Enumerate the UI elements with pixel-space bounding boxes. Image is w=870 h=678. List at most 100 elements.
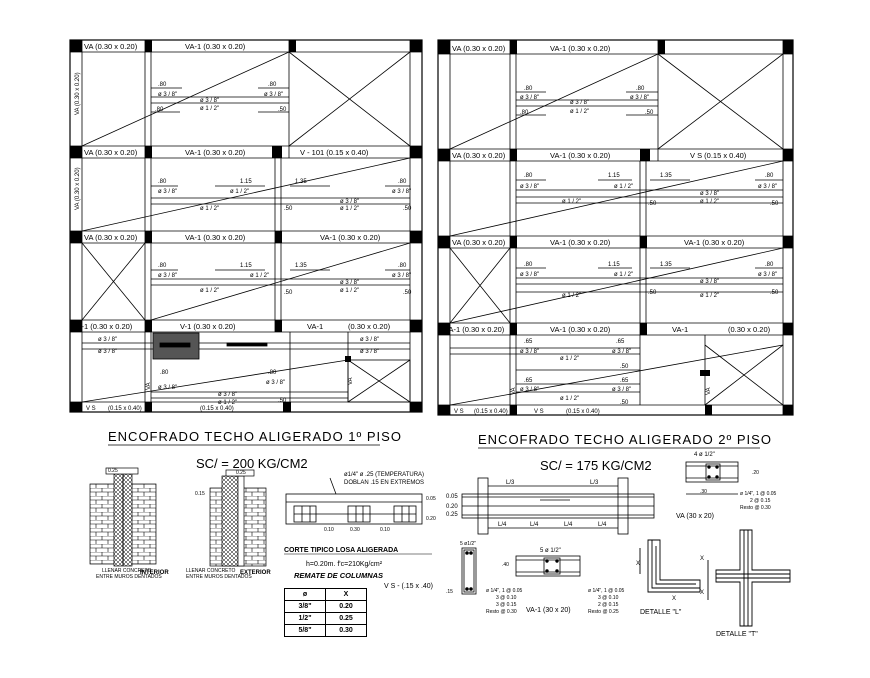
beam-label: (0.30 x 0.20)	[348, 322, 391, 331]
svg-text:Resto @ 0.25: Resto @ 0.25	[588, 609, 619, 615]
svg-text:ø 3 / 8": ø 3 / 8"	[158, 189, 177, 195]
svg-text:ø 3 / 8": ø 3 / 8"	[392, 273, 411, 279]
table-cell: 3/8"	[284, 600, 326, 613]
svg-text:ø 3 / 8": ø 3 / 8"	[158, 273, 177, 279]
svg-text:5 ø1/2": 5 ø1/2"	[460, 541, 476, 547]
svg-text:L/4: L/4	[530, 522, 539, 528]
beam-label: VA (0.30 x 0.20)	[75, 167, 81, 210]
va1-section-labels: 5 ø 1/2" .40 ø 1/4", 1 @ 0.05 3 @ 0.10 2…	[502, 548, 625, 615]
svg-text:ø 1 / 2": ø 1 / 2"	[200, 106, 219, 112]
svg-text:X: X	[636, 561, 640, 567]
svg-text:.65: .65	[616, 339, 625, 345]
table-cell: 0.20	[325, 600, 367, 613]
svg-text:ø 3 / 8": ø 3 / 8"	[520, 349, 539, 355]
svg-text:.80: .80	[520, 110, 529, 116]
beam-label: VA-1	[672, 325, 688, 334]
beam-label: VA (0.30 x 0.20)	[452, 44, 506, 53]
rebar-x-table: ø X 3/8" 0.20 1/2" 0.25 5/8" 0.30	[284, 588, 367, 637]
svg-text:.80: .80	[268, 370, 277, 376]
svg-text:ø 3 / 8": ø 3 / 8"	[758, 184, 777, 190]
floor1-columns	[70, 40, 422, 412]
beam-label: VA-1 (0.30 x 0.20)	[185, 148, 246, 157]
beam-elevation	[461, 477, 655, 535]
va-section-labels: 4 ø 1/2" .20 .30 ø 1/4", 1 @ 0.05 2 @ 0.…	[676, 452, 777, 520]
svg-text:ø 1 / 2": ø 1 / 2"	[218, 400, 237, 406]
beam-label: VA-1 (0.30 x 0.20)	[72, 322, 133, 331]
svg-text:.50: .50	[278, 107, 287, 113]
beam-label: VA (0.30 x 0.20)	[84, 233, 138, 242]
beam-label: VA-1 (0.30 x 0.20)	[185, 42, 246, 51]
svg-text:.80: .80	[160, 370, 169, 376]
beam-elevation-labels: L/3 L/3 L/4 L/4 L/4 L/4 0.20 0.05 0.25	[446, 480, 607, 528]
svg-text:3 @ 0.10: 3 @ 0.10	[598, 595, 619, 601]
svg-text:ø 3 / 8": ø 3 / 8"	[360, 349, 379, 355]
slab-title: CORTE TIPICO LOSA ALIGERADA	[284, 547, 398, 554]
svg-text:ø 1 / 2": ø 1 / 2"	[562, 293, 581, 299]
table-header: X	[325, 588, 367, 601]
svg-text:2 @ 0.15: 2 @ 0.15	[598, 602, 619, 608]
svg-text:3 @ 0.10: 3 @ 0.10	[496, 595, 517, 601]
plan-titles: ENCOFRADO TECHO ALIGERADO 1º PISO SC/ = …	[108, 429, 771, 473]
table-cell: 0.25	[325, 612, 367, 625]
beam-label: VA (0.30 x 0.20)	[84, 42, 138, 51]
svg-text:.50: .50	[648, 201, 657, 207]
beam-label: VA-1 (0.30 x 0.20)	[684, 238, 745, 247]
svg-text:.50: .50	[645, 110, 654, 116]
slab-section-labels: ø1/4" ø .25 (TEMPERATURA) DOBLAN .15 EN …	[284, 472, 436, 590]
svg-text:ø 3 / 8": ø 3 / 8"	[570, 100, 589, 106]
svg-text:0.05: 0.05	[446, 494, 458, 500]
svg-text:1.15: 1.15	[240, 179, 252, 185]
floor2-plan	[437, 39, 794, 416]
svg-text:ø 3 / 8": ø 3 / 8"	[700, 191, 719, 197]
svg-text:.50: .50	[620, 364, 629, 370]
floor1-plan	[69, 39, 423, 413]
svg-text:.80: .80	[155, 107, 164, 113]
beam-label: VA-1 (0.30 x 0.20)	[444, 325, 505, 334]
table-cell: 5/8"	[284, 624, 326, 637]
slab-section	[285, 477, 423, 525]
svg-text:0.10: 0.10	[380, 527, 390, 533]
svg-text:DOBLAN .15 EN EXTREMOS: DOBLAN .15 EN EXTREMOS	[344, 480, 424, 486]
beam-label: V S	[86, 406, 96, 412]
beam-label: VA (0.30 x 0.20)	[75, 72, 81, 115]
svg-text:ø 3 / 8": ø 3 / 8"	[520, 387, 539, 393]
svg-text:.40: .40	[502, 562, 509, 568]
svg-text:.65: .65	[524, 378, 533, 384]
svg-text:EXTERIOR: EXTERIOR	[240, 570, 271, 576]
wall-detail-interior	[89, 467, 157, 567]
floor2-labels: VA (0.30 x 0.20) VA-1 (0.30 x 0.20) VA (…	[444, 44, 779, 415]
svg-text:L/4: L/4	[498, 522, 507, 528]
svg-text:ø 1 / 2": ø 1 / 2"	[570, 109, 589, 115]
floor2-columns	[438, 40, 793, 415]
svg-text:ø 1 / 2": ø 1 / 2"	[230, 189, 249, 195]
detail-L-title: DETALLE "L"	[640, 609, 682, 616]
floor1-sc: SC/ = 200 KG/CM2	[196, 456, 308, 471]
beam-label: VA	[348, 377, 354, 385]
beam-label: (0.30 x 0.20)	[728, 325, 771, 334]
svg-text:ø 3 / 8": ø 3 / 8"	[520, 184, 539, 190]
svg-text:V S - (.15 x .40): V S - (.15 x .40)	[384, 583, 433, 590]
svg-text:ø 1 / 2": ø 1 / 2"	[614, 272, 633, 278]
beam-label: VA-1 (0.30 x 0.20)	[185, 233, 246, 242]
beam-label: VA-1 (0.30 x 0.20)	[550, 44, 611, 53]
svg-text:LLENAR CONCRETO: LLENAR CONCRETO	[186, 568, 235, 574]
svg-text:.50: .50	[284, 206, 293, 212]
table-row: 3/8" 0.20	[284, 600, 367, 613]
svg-text:L/3: L/3	[506, 480, 515, 486]
svg-text:ø 1 / 2": ø 1 / 2"	[200, 206, 219, 212]
svg-text:.80: .80	[158, 82, 167, 88]
beam-label: VA-1 (0.30 x 0.20)	[320, 233, 381, 242]
beam-label: VA-1 (0.30 x 0.20)	[550, 325, 611, 334]
svg-text:X: X	[700, 556, 704, 562]
svg-text:INTERIOR: INTERIOR	[140, 570, 169, 576]
beam-label: V - 101 (0.15 x 0.40)	[300, 148, 369, 157]
beam-label: V S (0.15 x 0.40)	[690, 151, 747, 160]
svg-text:.50: .50	[620, 400, 629, 406]
svg-text:ø 3 / 8": ø 3 / 8"	[218, 392, 237, 398]
wall-detail-exterior	[209, 469, 267, 567]
svg-text:1.35: 1.35	[295, 263, 307, 269]
svg-text:Resto @ 0.30: Resto @ 0.30	[486, 609, 517, 615]
svg-text:.50: .50	[648, 290, 657, 296]
svg-text:0.25: 0.25	[236, 470, 246, 476]
table-row: 5/8" 0.30	[284, 624, 367, 637]
